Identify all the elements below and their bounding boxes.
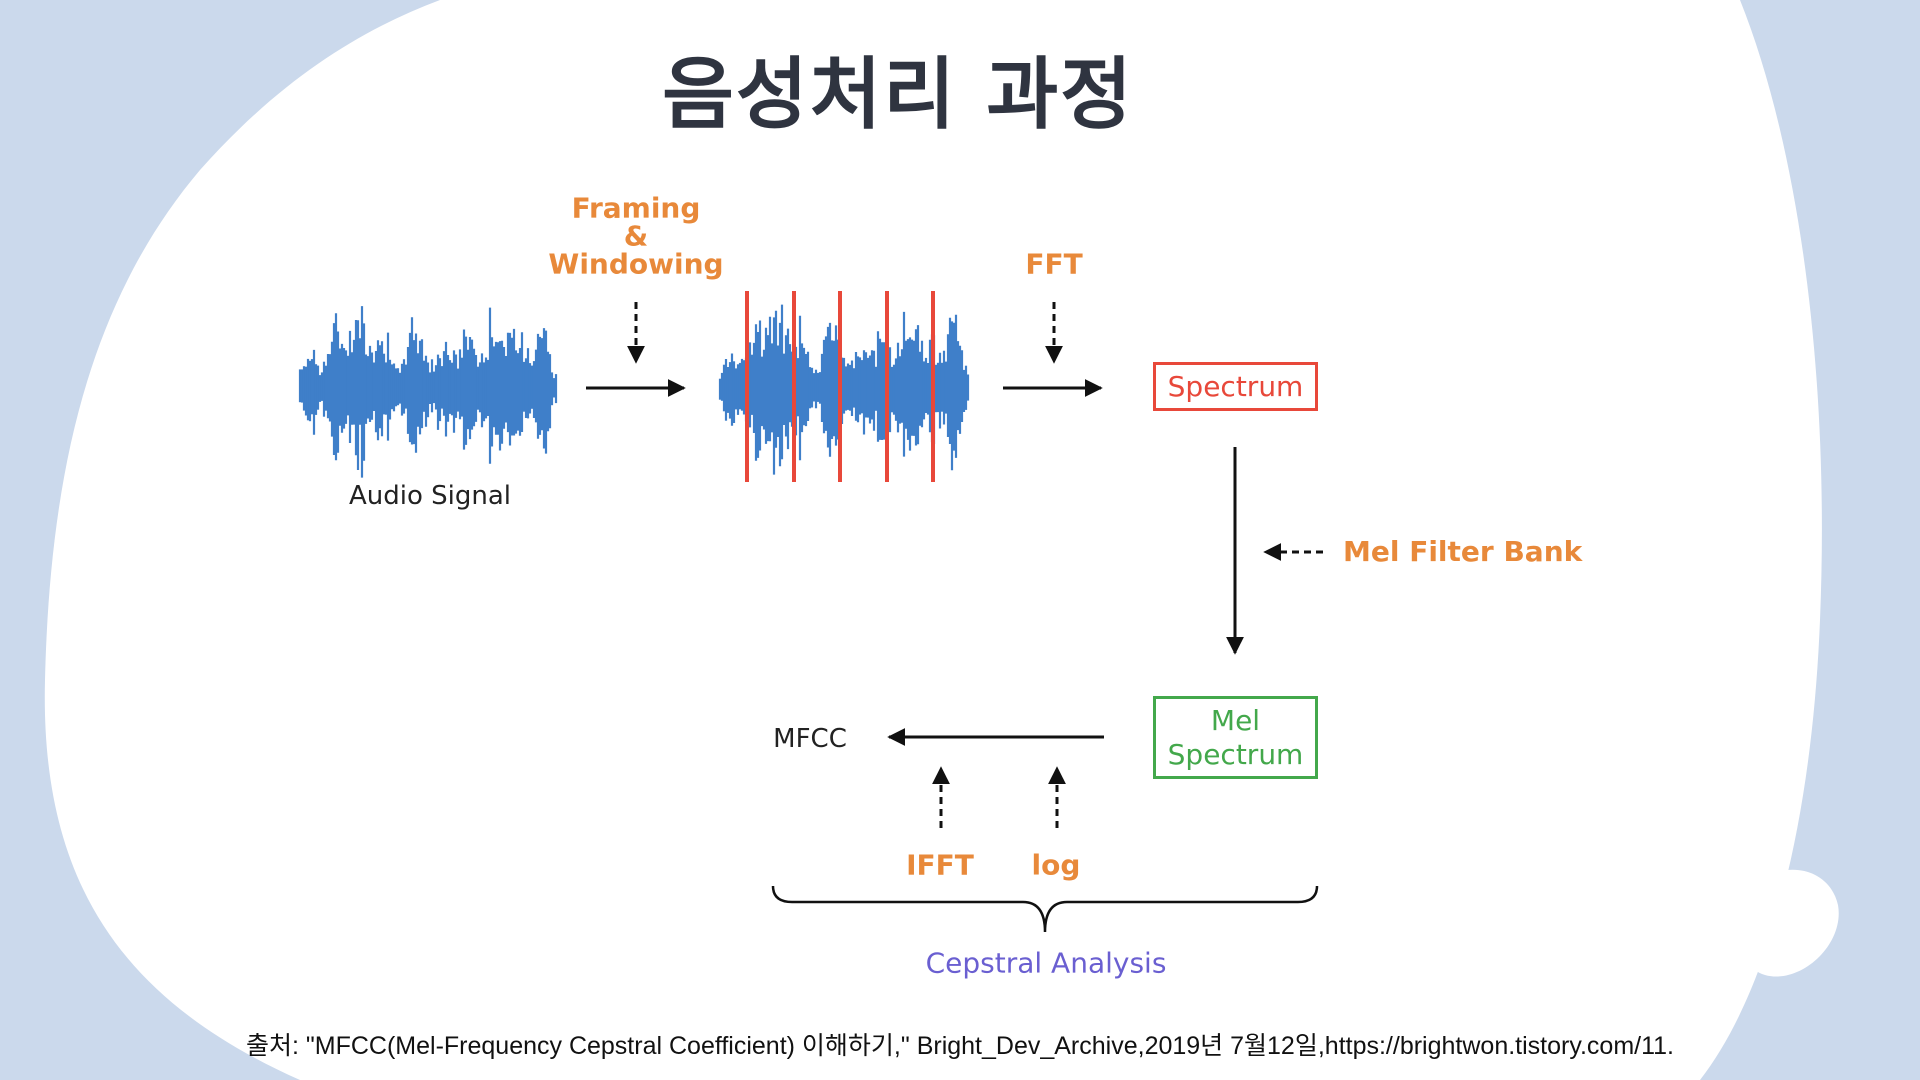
audio-signal-waveform [298,306,558,478]
framed-waveform [718,304,970,475]
audio-signal-label: Audio Signal [348,481,512,511]
windowing-label: Windowing [548,247,724,281]
citation-text: 출처: "MFCC(Mel-Frequency Cepstral Coeffic… [245,1032,1675,1060]
spectrum-box: Spectrum [1153,362,1318,411]
small-white-blob-shape [1739,869,1839,977]
framing-label: Framing [571,191,701,225]
white-blob-shape [44,0,1822,1080]
fft-label: FFT [1025,247,1083,281]
ampersand-label: & [623,219,649,253]
ifft-label: IFFT [906,848,974,882]
cepstral-analysis-label: Cepstral Analysis [925,946,1167,980]
mfcc-label: MFCC [773,724,847,754]
mel-spectrum-line2: Spectrum [1167,737,1304,771]
spectrum-label: Spectrum [1167,369,1304,403]
page-title: 음성처리 과정 [662,50,1134,140]
frame-window-lines [745,291,935,482]
log-label: log [1031,848,1081,882]
cepstral-brace [771,885,1319,933]
mel-spectrum-box: Mel Spectrum [1153,696,1318,779]
mel-spectrum-line1: Mel [1210,703,1261,737]
mel-filter-bank-label: Mel Filter Bank [1343,535,1583,568]
